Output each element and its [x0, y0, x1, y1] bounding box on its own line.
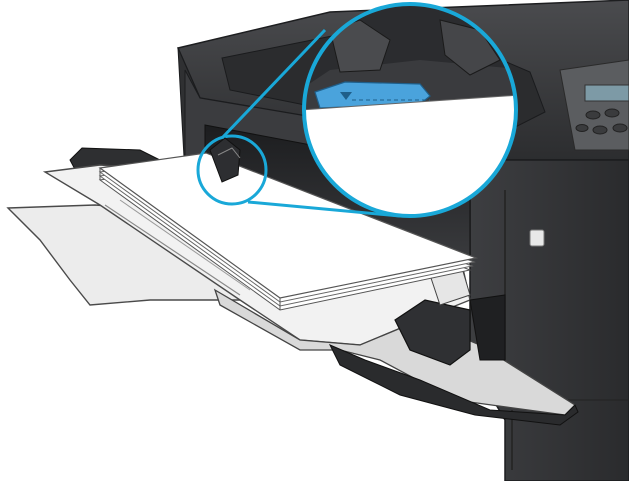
callout-ring — [302, 2, 518, 218]
paper-limit-tab — [314, 81, 431, 109]
multipurpose-tray[interactable] — [213, 267, 579, 426]
magnified-callout — [302, 2, 518, 218]
callout-connectors — [220, 28, 401, 218]
guide-highlight — [196, 134, 268, 206]
paper-stack — [98, 152, 479, 311]
control-panel — [559, 59, 629, 151]
